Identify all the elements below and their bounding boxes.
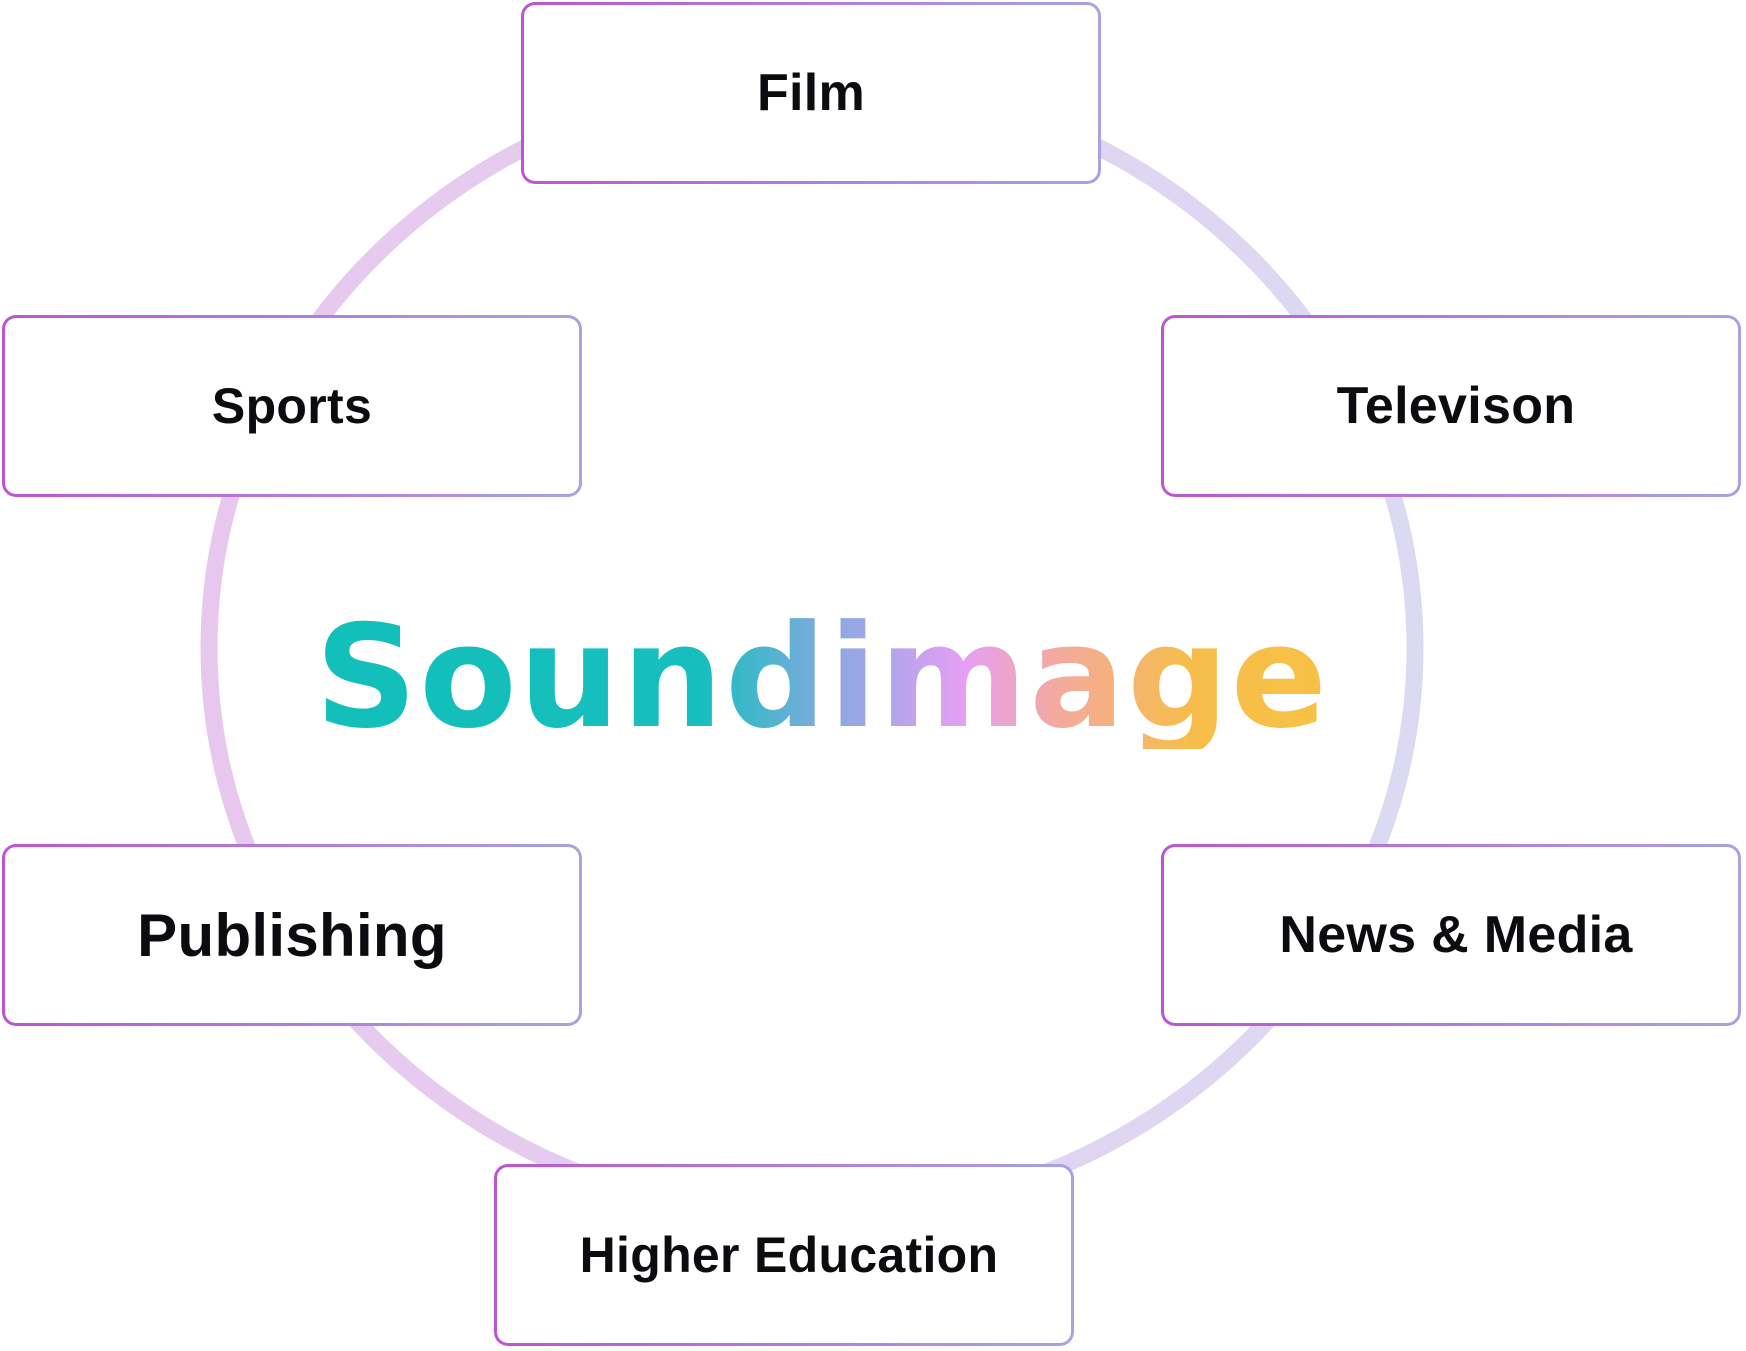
news-media-card: News & Media	[1161, 844, 1741, 1026]
sports-card: Sports	[2, 315, 582, 497]
television-card: Televison	[1161, 315, 1741, 497]
brand-wordmark: Soundimage	[314, 595, 1330, 760]
film-label: Film	[756, 64, 866, 122]
publishing-card: Publishing	[2, 844, 582, 1026]
higher-education-label: Higher Education	[579, 1227, 999, 1283]
brand-logo: Soundimage	[315, 578, 1327, 778]
television-label: Televison	[1336, 377, 1576, 435]
news-media-label: News & Media	[1279, 906, 1633, 964]
publishing-label: Publishing	[137, 901, 447, 969]
higher-education-card: Higher Education	[494, 1164, 1074, 1346]
sports-label: Sports	[211, 378, 373, 434]
film-card: Film	[521, 2, 1101, 184]
